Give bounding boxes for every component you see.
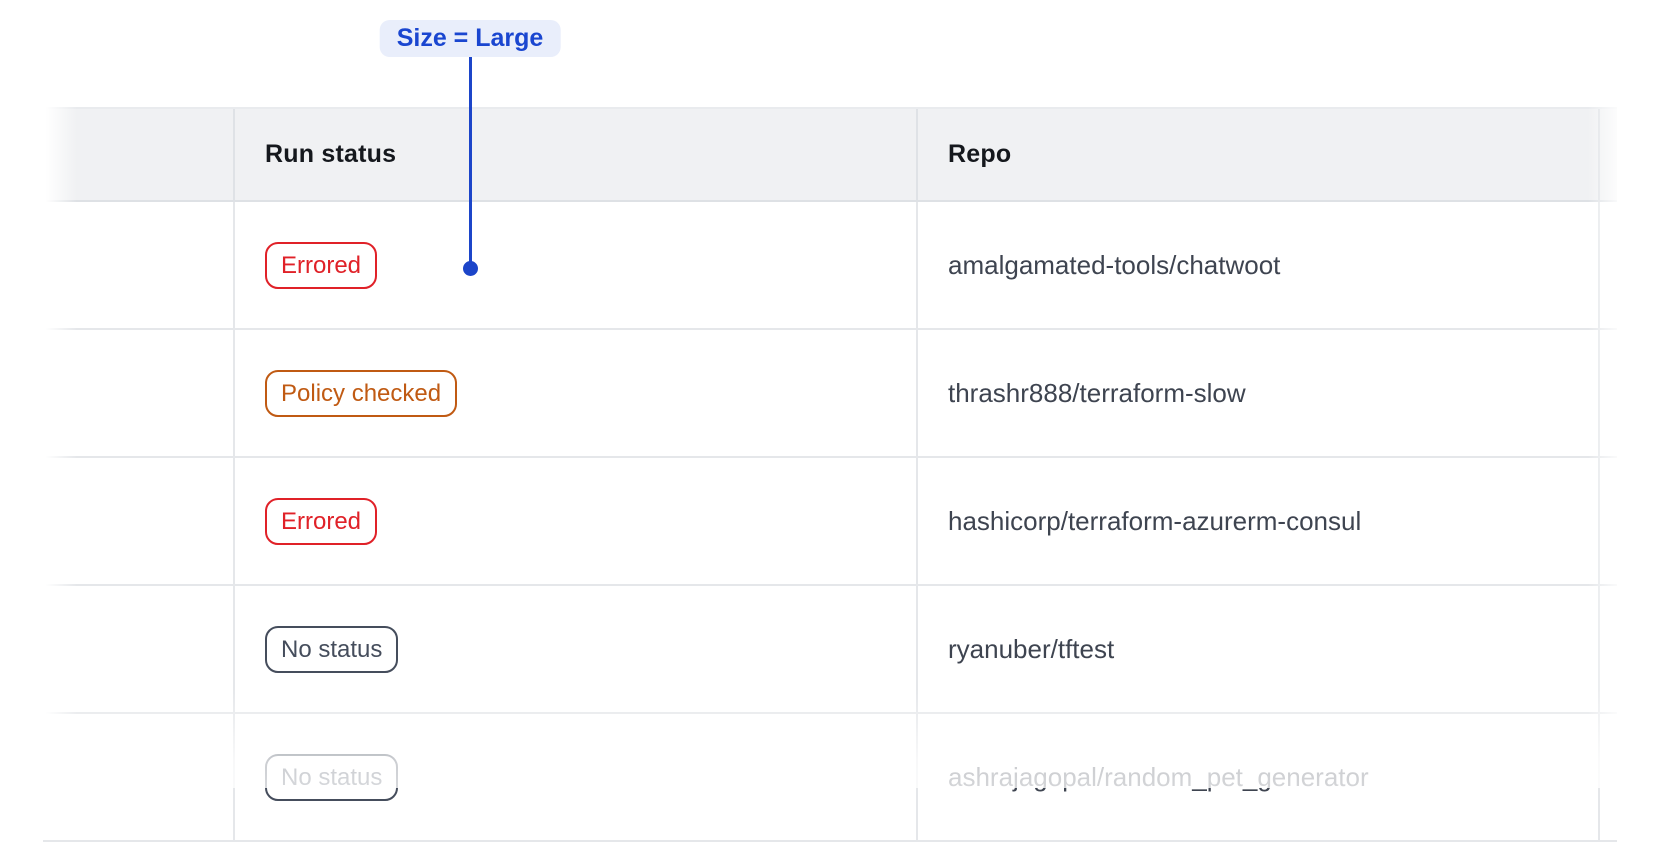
repo-cell: amalgamated-tools/chatwoot <box>916 202 1598 328</box>
run-status-cell: No status <box>233 714 916 840</box>
row-empty-cell <box>43 330 233 456</box>
table-row[interactable]: Errored amalgamated-tools/chatwoot <box>43 202 1617 330</box>
repo-cell: ashrajagopal/random_pet_generator <box>916 714 1598 840</box>
row-cutoff-cell <box>1598 458 1617 584</box>
row-cutoff-cell <box>1598 202 1617 328</box>
run-status-cell: No status <box>233 586 916 712</box>
row-empty-cell <box>43 458 233 584</box>
table-row[interactable]: Errored hashicorp/terraform-azurerm-cons… <box>43 458 1617 586</box>
row-empty-cell <box>43 714 233 840</box>
run-status-badge: Errored <box>265 241 378 289</box>
table-body: Errored amalgamated-tools/chatwoot Polic… <box>43 202 1617 842</box>
repo-name: hashicorp/terraform-azurerm-consul <box>948 505 1362 536</box>
column-header-run-status: Run status <box>233 109 916 200</box>
run-status-cell: Policy checked <box>233 330 916 456</box>
runs-table: Run status Repo Errored amalgamated-tool… <box>43 107 1617 842</box>
run-status-cell: Errored <box>233 458 916 584</box>
repo-name: amalgamated-tools/chatwoot <box>948 249 1281 280</box>
row-cutoff-cell <box>1598 330 1617 456</box>
run-status-cell: Errored <box>233 202 916 328</box>
row-empty-cell <box>43 586 233 712</box>
size-annotation-label: Size = Large <box>379 20 561 57</box>
run-status-header-label: Run status <box>265 140 397 168</box>
repo-cell: hashicorp/terraform-azurerm-consul <box>916 458 1598 584</box>
repo-name: ryanuber/tftest <box>948 633 1115 664</box>
run-status-badge: Policy checked <box>265 369 458 417</box>
run-status-badge: No status <box>265 753 399 801</box>
table-row[interactable]: No status ryanuber/tftest <box>43 586 1617 714</box>
run-status-badge: Errored <box>265 497 378 545</box>
table-row[interactable]: No status ashrajagopal/random_pet_genera… <box>43 714 1617 842</box>
table-row[interactable]: Policy checked thrashr888/terraform-slow <box>43 330 1617 458</box>
repo-name: thrashr888/terraform-slow <box>948 377 1246 408</box>
row-empty-cell <box>43 202 233 328</box>
repo-header-label: Repo <box>948 140 1012 168</box>
table-header-row: Run status Repo <box>43 107 1617 202</box>
column-header-repo: Repo <box>916 109 1598 200</box>
size-annotation-dot <box>463 261 478 276</box>
repo-cell: thrashr888/terraform-slow <box>916 330 1598 456</box>
row-cutoff-cell <box>1598 714 1617 840</box>
column-header-cutoff <box>1598 109 1617 200</box>
repo-cell: ryanuber/tftest <box>916 586 1598 712</box>
row-cutoff-cell <box>1598 586 1617 712</box>
run-status-badge: No status <box>265 625 399 673</box>
column-header-empty <box>43 109 233 200</box>
size-annotation-connector-line <box>469 57 472 262</box>
